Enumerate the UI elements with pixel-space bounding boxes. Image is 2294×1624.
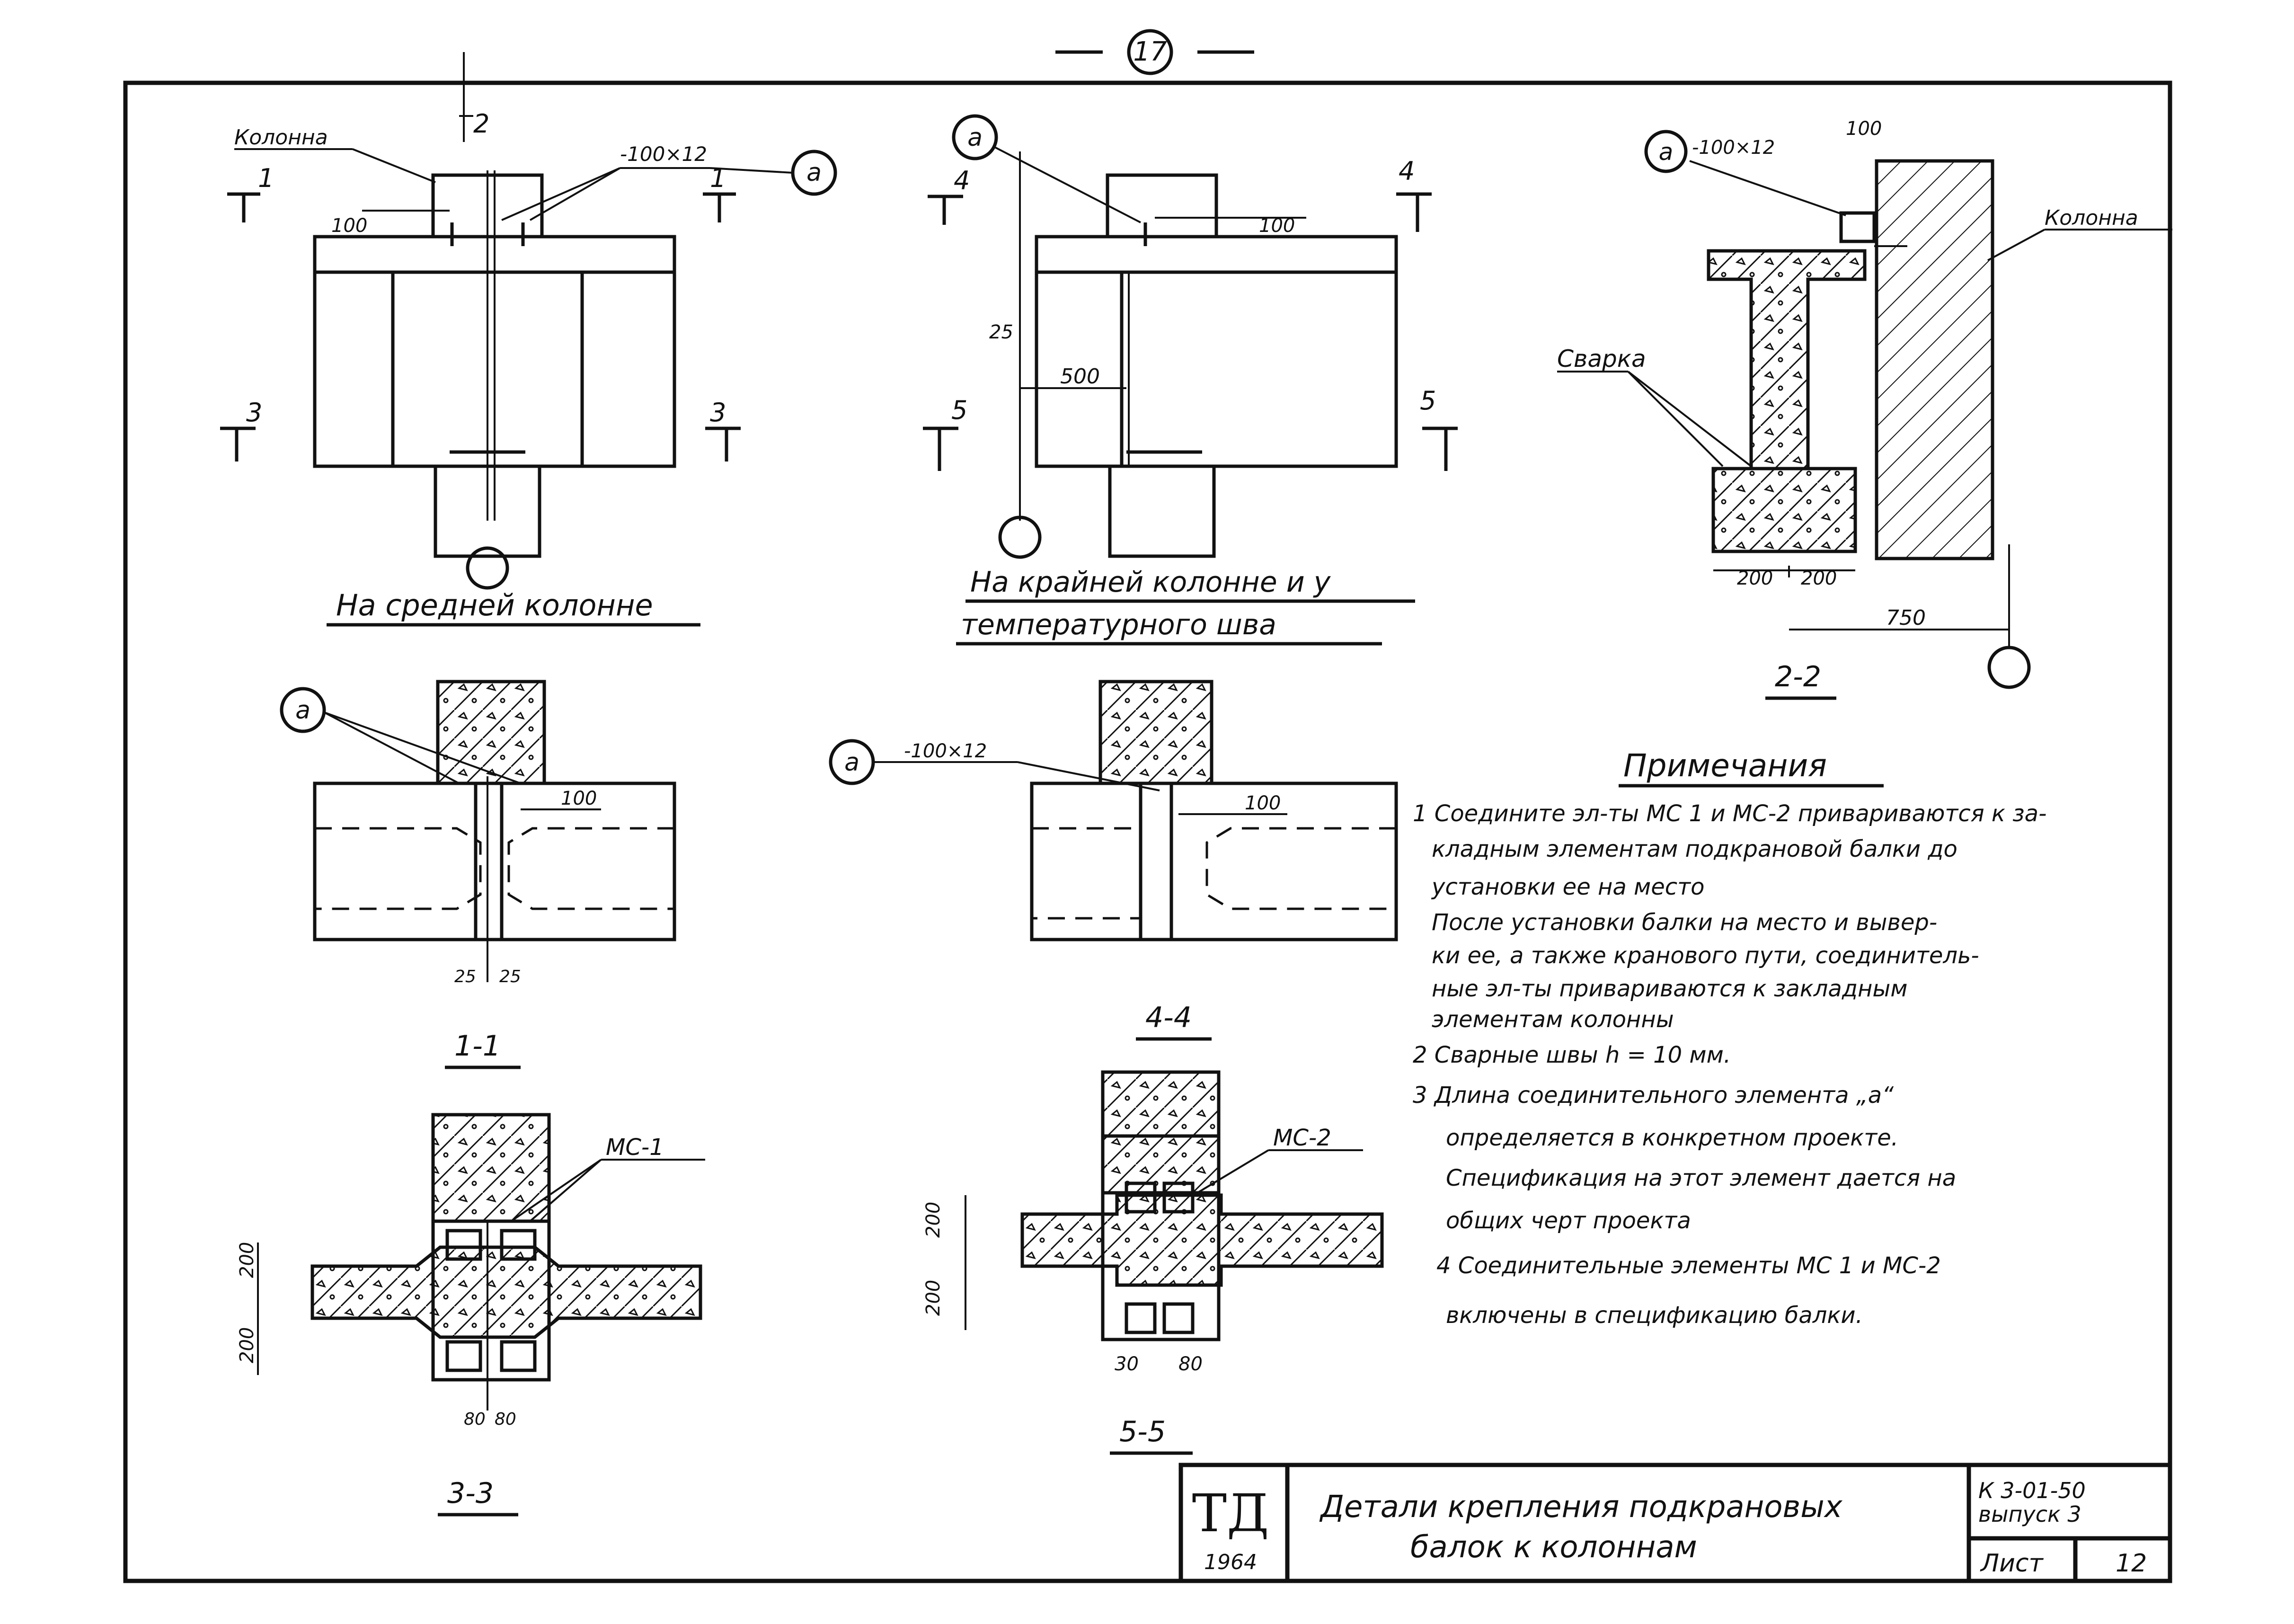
callout-a-1-1: а bbox=[295, 696, 310, 725]
sheet-frame bbox=[123, 80, 2172, 1583]
title-sheet-number: 12 bbox=[2116, 1549, 2147, 1578]
note-line-11: Спецификация на этот элемент дается на bbox=[1446, 1165, 1956, 1191]
dim-80-5-5: 80 bbox=[1178, 1353, 1203, 1375]
cut-1-left: 1 bbox=[258, 163, 274, 193]
note-line-1: 1 Соедините эл-ты МС 1 и МС-2 привариваю… bbox=[1413, 800, 2046, 827]
caption-1-1: 1-1 bbox=[454, 1029, 501, 1063]
callout-a-2-2: а bbox=[1659, 138, 1674, 166]
caption-2-2: 2-2 bbox=[1775, 660, 1821, 693]
label-column-2-2: Колонна bbox=[2045, 206, 2138, 230]
section-mark-2: 2 bbox=[473, 109, 489, 139]
section-1-1: а 100 25 25 1-1 bbox=[280, 680, 676, 1069]
dim-80b-3-3: 80 bbox=[495, 1410, 516, 1429]
note-line-14: включены в спецификацию балки. bbox=[1446, 1302, 1863, 1329]
dim-25-end: 25 bbox=[989, 321, 1013, 343]
dim-750-2-2: 750 bbox=[1886, 606, 1926, 630]
title-sheet-label: Лист bbox=[1980, 1549, 2044, 1578]
notes-title: Примечания bbox=[1623, 747, 1827, 784]
cut-1-right: 1 bbox=[710, 163, 726, 193]
title-line-2: балок к колоннам bbox=[1410, 1530, 1697, 1565]
plate-4-4: -100×12 bbox=[904, 740, 987, 762]
title-year: 1964 bbox=[1204, 1550, 1257, 1574]
note-line-3: установки ее на место bbox=[1431, 874, 1705, 900]
callout-a: а bbox=[806, 159, 822, 187]
note-line-7: элементам колонны bbox=[1432, 1006, 1674, 1033]
dim-30-5-5: 30 bbox=[1115, 1353, 1139, 1375]
note-line-2: кладным элементам подкрановой балки до bbox=[1432, 836, 1957, 862]
dim-100-4-4: 100 bbox=[1245, 792, 1281, 814]
view-middle-column: 2 Колонна -100×12 а 100 1 1 3 3 На средн… bbox=[220, 52, 837, 627]
dim-200a-5-5: 200 bbox=[922, 1202, 944, 1238]
dim-100-1-1: 100 bbox=[561, 788, 597, 809]
note-line-6: ные эл-ты привариваются к закладным bbox=[1432, 976, 1908, 1002]
dim-25b-1-1: 25 bbox=[499, 967, 521, 986]
caption-5-5: 5-5 bbox=[1119, 1415, 1166, 1448]
page-number-text: 17 bbox=[1133, 36, 1167, 67]
notes-block: Примечания 1 Соедините эл-ты МС 1 и МС-2… bbox=[1413, 747, 2046, 1329]
dim-200b-2-2: 200 bbox=[1801, 568, 1837, 589]
note-line-12: общих черт проекта bbox=[1446, 1207, 1691, 1234]
label-column: Колонна bbox=[234, 125, 328, 150]
label-plate: -100×12 bbox=[620, 142, 707, 166]
view-end-column: а 100 25 500 4 4 5 5 На крайней колонне … bbox=[923, 114, 1458, 646]
logo-td: ТД bbox=[1192, 1483, 1269, 1544]
page-number: 17 bbox=[1055, 29, 1254, 75]
section-4-4: а -100×12 100 4-4 bbox=[829, 680, 1398, 1041]
cut-4-right: 4 bbox=[1399, 156, 1415, 186]
cut-5-left: 5 bbox=[951, 395, 967, 425]
dim-25a-1-1: 25 bbox=[454, 967, 476, 986]
cut-3-left: 3 bbox=[246, 398, 262, 427]
note-line-10: определяется в конкретном проекте. bbox=[1446, 1125, 1898, 1151]
dim-100: 100 bbox=[331, 215, 367, 237]
note-line-4: После установки балки на место и вывер- bbox=[1432, 909, 1937, 936]
section-2-2: 200 200 750 а -100×12 100 Колонна Сварка… bbox=[1557, 118, 2172, 700]
title-line-1: Детали крепления подкрановых bbox=[1319, 1490, 1843, 1525]
label-mc1: МС-1 bbox=[606, 1134, 664, 1161]
caption-middle-column: На средней колонне bbox=[336, 588, 653, 622]
title-code: К 3-01-50 bbox=[1978, 1478, 2086, 1503]
label-mc2: МС-2 bbox=[1273, 1125, 1331, 1151]
title-issue: выпуск 3 bbox=[1978, 1501, 2081, 1527]
dim-200a-3-3: 200 bbox=[236, 1242, 258, 1278]
caption-4-4: 4-4 bbox=[1145, 1001, 1192, 1034]
cut-3-right: 3 bbox=[710, 398, 726, 427]
cut-5-right: 5 bbox=[1420, 386, 1436, 416]
caption-end-column-2: температурного шва bbox=[961, 608, 1276, 641]
note-line-9: 3 Длина соединительного элемента „а“ bbox=[1413, 1082, 1894, 1109]
note-line-13: 4 Соединительные элементы МС 1 и МС-2 bbox=[1436, 1252, 1941, 1279]
label-weld-2-2: Сварка bbox=[1557, 345, 1646, 373]
section-3-3: МС-1 200 200 80 80 3-3 bbox=[236, 1113, 705, 1517]
cut-4-left: 4 bbox=[954, 166, 970, 195]
note-line-5: ки ее, а также кранового пути, соедините… bbox=[1432, 942, 1979, 969]
dim-200b-5-5: 200 bbox=[922, 1280, 944, 1316]
callout-a-4-4: а bbox=[844, 748, 859, 777]
note-line-8: 2 Сварные швы h = 10 мм. bbox=[1413, 1042, 1731, 1068]
plate-2-2: -100×12 bbox=[1692, 137, 1775, 159]
callout-a-end: а bbox=[967, 124, 983, 152]
dim-100-2-2: 100 bbox=[1846, 118, 1882, 140]
caption-end-column-1: На крайней колонне и у bbox=[970, 566, 1331, 599]
section-5-5: МС-2 200 200 30 80 5-5 bbox=[922, 1070, 1384, 1455]
title-block: ТД 1964 Детали крепления подкрановых бал… bbox=[1178, 1463, 2172, 1583]
caption-3-3: 3-3 bbox=[447, 1477, 494, 1510]
dim-80a-3-3: 80 bbox=[464, 1410, 486, 1429]
dim-200a-2-2: 200 bbox=[1737, 568, 1773, 589]
dim-200b-3-3: 200 bbox=[236, 1327, 258, 1363]
dim-500-end: 500 bbox=[1060, 364, 1100, 389]
